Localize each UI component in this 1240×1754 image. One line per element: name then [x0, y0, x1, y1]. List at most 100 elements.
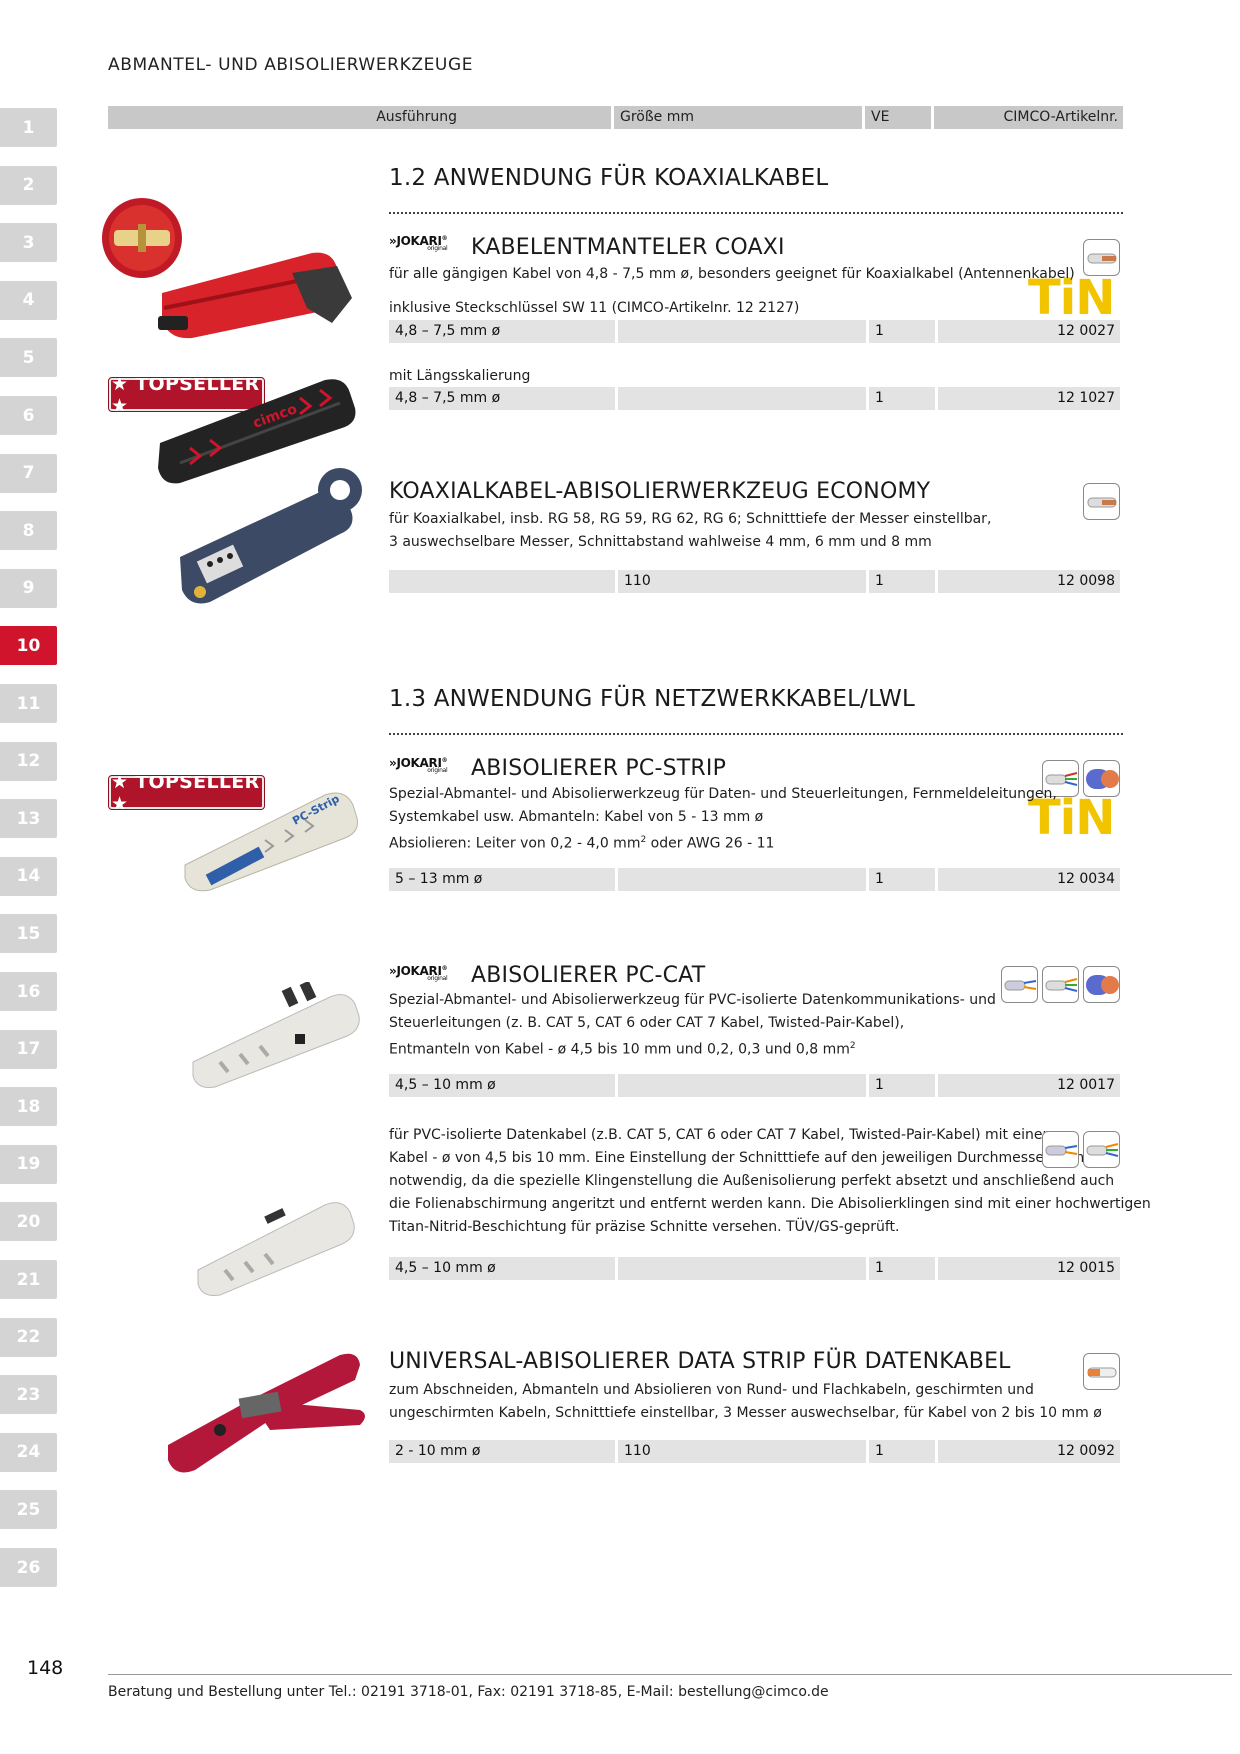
chapter-tab-3[interactable]: 3: [0, 223, 57, 263]
cell-ausfuehrung: 4,5 – 10 mm ø: [389, 1257, 615, 1280]
jokari-logo: »JOKARI®original: [389, 234, 448, 252]
product-desc: Absiolieren: Leiter von 0,2 - 4,0 mm2 od…: [389, 835, 775, 852]
col-ve: VE: [865, 106, 931, 129]
product-desc: ungeschirmten Kabeln, Schnitttiefe einst…: [389, 1405, 1102, 1421]
chapter-tab-16[interactable]: 16: [0, 972, 57, 1011]
section-divider: [389, 733, 1123, 735]
cell-ve: 1: [869, 570, 935, 593]
section-divider: [389, 212, 1123, 214]
footer-contact: Beratung und Bestellung unter Tel.: 0219…: [108, 1684, 829, 1700]
desc-line: die Folienabschirmung angeritzt und entf…: [389, 1196, 1151, 1212]
chapter-tab-23[interactable]: 23: [0, 1375, 57, 1415]
chapter-tab-9[interactable]: 9: [0, 568, 57, 608]
cell-ausfuehrung: 4,5 – 10 mm ø: [389, 1074, 615, 1097]
desc-line: Titan-Nitrid-Beschichtung für präzise Sc…: [389, 1219, 900, 1235]
chapter-tab-4[interactable]: 4: [0, 280, 57, 320]
cable-coax-icon: [1083, 239, 1120, 276]
col-ausfuehrung: Ausführung: [108, 106, 611, 129]
jokari-logo: »JOKARI®original: [389, 756, 448, 774]
cable-multicore-icon: [1083, 1131, 1120, 1168]
product-desc: für PVC-isolierte Datenkabel (z.B. CAT 5…: [389, 1124, 1151, 1239]
cell-artikelnr: 12 0098: [938, 570, 1120, 593]
cable-round-icon: [1083, 966, 1120, 1003]
product-desc: Systemkabel usw. Abmanteln: Kabel von 5 …: [389, 809, 764, 825]
cable-multicore-icon: [1042, 966, 1079, 1003]
cell-ausfuehrung: 4,8 – 7,5 mm ø: [389, 387, 615, 410]
chapter-tab-25[interactable]: 25: [0, 1490, 57, 1530]
product-image-data-strip: [168, 1353, 365, 1473]
chapter-tab-12[interactable]: 12: [0, 741, 57, 781]
product-image-coaxi: [102, 198, 352, 339]
chapter-tab-10[interactable]: 10: [0, 626, 57, 666]
cell-groesse: 110: [618, 570, 866, 593]
chapter-tab-2[interactable]: 2: [0, 165, 57, 205]
product-desc: Entmanteln von Kabel - ø 4,5 bis 10 mm u…: [389, 1041, 856, 1058]
cell-groesse: [618, 1074, 866, 1097]
jokari-logo: »JOKARI®original: [389, 964, 448, 982]
product-desc: Spezial-Abmantel- und Abisolierwerkzeug …: [389, 992, 996, 1008]
chapter-tab-6[interactable]: 6: [0, 396, 57, 435]
table-row: 4,8 – 7,5 mm ø 1 12 1027: [389, 387, 1123, 410]
product-desc: Steuerleitungen (z. B. CAT 5, CAT 6 oder…: [389, 1015, 905, 1031]
section-title-netzwerk: 1.3 ANWENDUNG FÜR NETZWERKKABEL/LWL: [389, 686, 915, 712]
cell-ve: 1: [869, 1440, 935, 1463]
chapter-tab-18[interactable]: 18: [0, 1087, 57, 1127]
product-desc: inklusive Steckschlüssel SW 11 (CIMCO-Ar…: [389, 300, 800, 316]
cell-artikelnr: 12 0017: [938, 1074, 1120, 1097]
table-row: 4,5 – 10 mm ø 1 12 0015: [389, 1257, 1123, 1280]
col-artikelnr: CIMCO-Artikelnr.: [934, 106, 1123, 129]
footer-divider: [108, 1674, 1232, 1675]
product-title-pc-strip: ABISOLIERER PC-STRIP: [471, 756, 727, 781]
tin-coating-badge: TiN: [1028, 790, 1115, 846]
col-groesse: Größe mm: [614, 106, 862, 129]
chapter-tab-15[interactable]: 15: [0, 914, 57, 954]
chapter-tab-11[interactable]: 11: [0, 684, 57, 723]
cell-ve: 1: [869, 868, 935, 891]
product-title-coaxi: KABELENTMANTELER COAXI: [471, 235, 785, 260]
product-desc: Spezial-Abmantel- und Abisolierwerkzeug …: [389, 786, 1057, 802]
chapter-tab-13[interactable]: 13: [0, 799, 57, 839]
cell-ve: 1: [869, 1257, 935, 1280]
product-desc: für Koaxialkabel, insb. RG 58, RG 59, RG…: [389, 511, 992, 527]
cell-groesse: [618, 1257, 866, 1280]
cell-ve: 1: [869, 320, 935, 343]
product-desc: 3 auswechselbare Messer, Schnittabstand …: [389, 534, 932, 550]
chapter-tab-14[interactable]: 14: [0, 856, 57, 896]
chapter-tab-1[interactable]: 1: [0, 108, 57, 147]
cell-artikelnr: 12 0027: [938, 320, 1120, 343]
cable-twisted-pair-icon: [1042, 1131, 1079, 1168]
chapter-tab-7[interactable]: 7: [0, 453, 57, 493]
table-row: 4,8 – 7,5 mm ø 1 12 0027: [389, 320, 1123, 343]
cell-artikelnr: 12 0015: [938, 1257, 1120, 1280]
chapter-tab-8[interactable]: 8: [0, 511, 57, 551]
chapter-tab-19[interactable]: 19: [0, 1144, 57, 1184]
chapter-tab-17[interactable]: 17: [0, 1029, 57, 1069]
chapter-tab-20[interactable]: 20: [0, 1202, 57, 1242]
column-header: Ausführung Größe mm VE CIMCO-Artikelnr.: [108, 106, 1123, 129]
product-image-pc-cat-2: [197, 1202, 355, 1296]
table-row: 5 – 13 mm ø 1 12 0034: [389, 868, 1123, 891]
cell-ausfuehrung: 4,8 – 7,5 mm ø: [389, 320, 615, 343]
table-row: 110 1 12 0098: [389, 570, 1123, 593]
product-title-economy: KOAXIALKABEL-ABISOLIERWERKZEUG ECONOMY: [389, 479, 931, 504]
cable-round-icon: [1083, 760, 1120, 797]
product-desc: mit Längsskalierung: [389, 368, 531, 384]
tin-coating-badge: TiN: [1028, 270, 1115, 326]
product-image-coaxi-scale: cimco: [158, 379, 356, 484]
topseller-badge: ★ TOPSELLER ★: [108, 373, 265, 417]
chapter-tab-22[interactable]: 22: [0, 1317, 57, 1357]
product-desc: für alle gängigen Kabel von 4,8 - 7,5 mm…: [389, 266, 1075, 282]
chapter-tab-26[interactable]: 26: [0, 1548, 57, 1587]
cell-ausfuehrung: [389, 570, 615, 593]
desc-line: für PVC-isolierte Datenkabel (z.B. CAT 5…: [389, 1127, 1057, 1143]
topseller-badge: ★ TOPSELLER ★: [108, 771, 265, 815]
product-image-pc-strip: PC-Strip: [184, 792, 358, 892]
cell-ve: 1: [869, 1074, 935, 1097]
cable-multicore-icon: [1042, 760, 1079, 797]
chapter-tab-21[interactable]: 21: [0, 1260, 57, 1299]
cell-artikelnr: 12 1027: [938, 387, 1120, 410]
cell-groesse: [618, 320, 866, 343]
chapter-tab-5[interactable]: 5: [0, 338, 57, 378]
chapter-tab-24[interactable]: 24: [0, 1432, 57, 1472]
desc-line: Kabel - ø von 4,5 bis 10 mm. Eine Einste…: [389, 1150, 1111, 1166]
